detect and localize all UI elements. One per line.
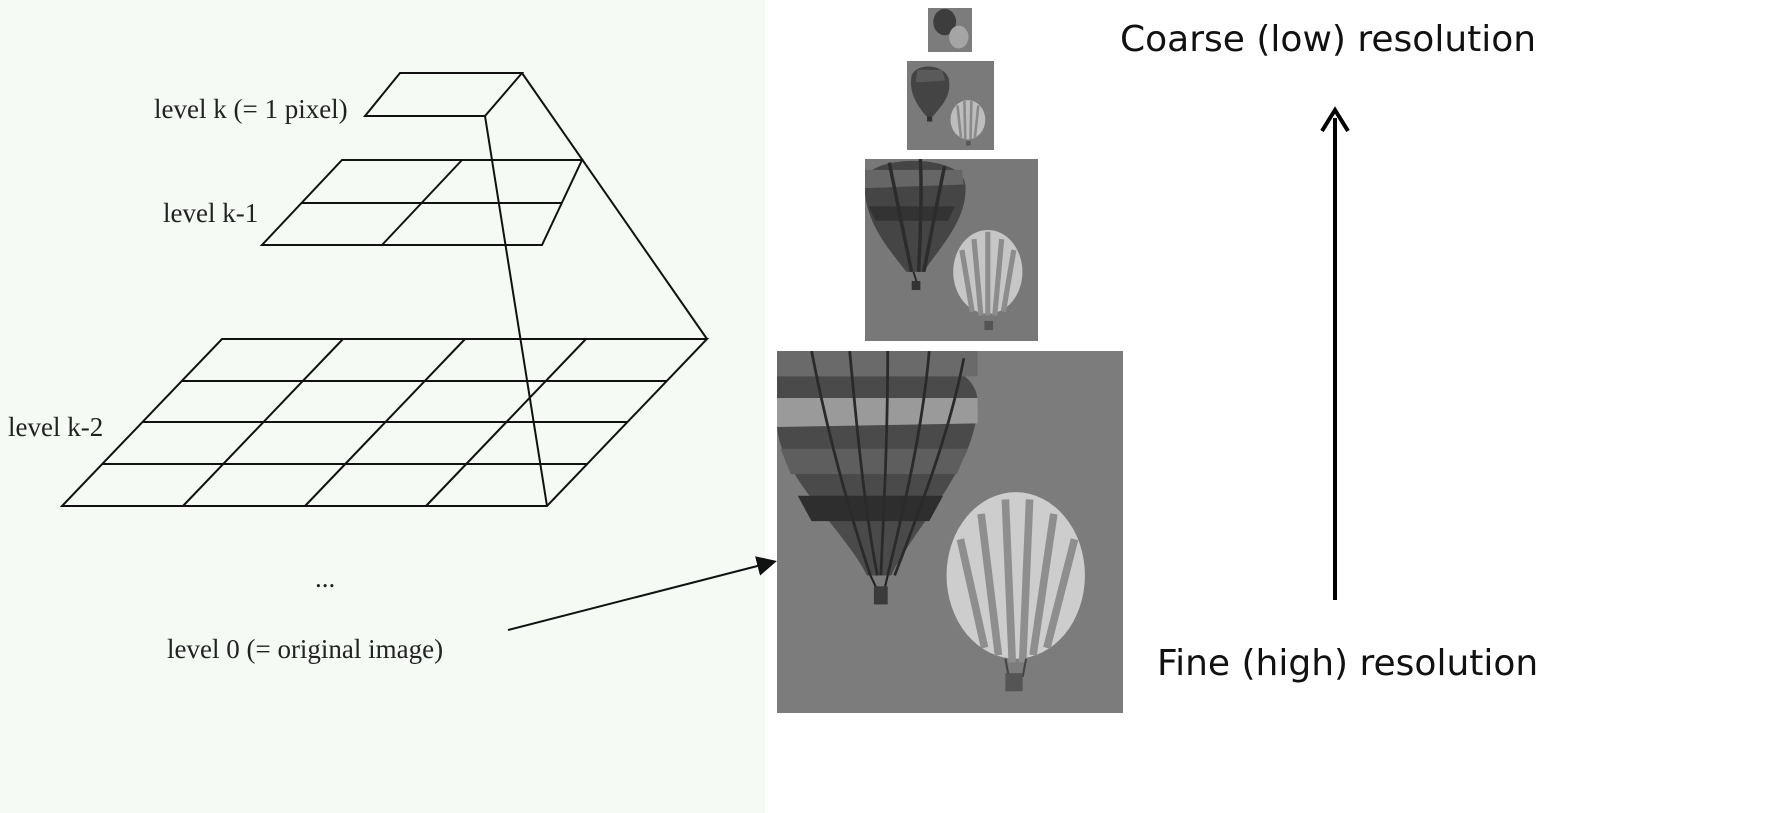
level-0-pointer-arrow <box>507 556 777 631</box>
ellipsis-label: ... <box>315 563 336 593</box>
level-k-label: level k (= 1 pixel) <box>154 94 348 124</box>
fine-resolution-label: Fine (high) resolution <box>1157 643 1539 684</box>
pyramid-edges <box>484 72 708 507</box>
level-k-1-grid <box>259 159 584 246</box>
level-k-1-label: level k-1 <box>163 198 259 228</box>
level-0-label: level 0 (= original image) <box>167 634 444 664</box>
balloon-image-level-k-1 <box>907 61 994 150</box>
balloon-image-level-0 <box>777 351 1123 713</box>
level-k-grid <box>362 72 525 117</box>
coarse-resolution-label: Coarse (low) resolution <box>1120 19 1537 60</box>
level-k-2-grid <box>59 338 710 507</box>
level-k-2-label: level k-2 <box>8 412 104 442</box>
diagram-panel <box>0 0 765 813</box>
balloon-image-level-k-2 <box>865 159 1038 341</box>
resolution-arrow <box>1320 106 1350 600</box>
balloon-image-level-k <box>928 8 972 52</box>
